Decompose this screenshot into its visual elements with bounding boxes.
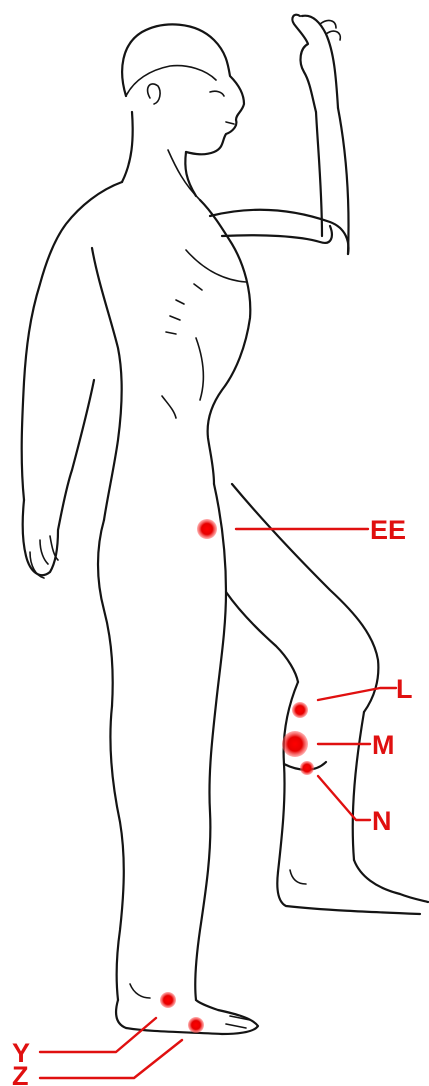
point-m[interactable] [282, 731, 308, 757]
raised-arm-upper [210, 210, 348, 254]
head-outline [122, 24, 244, 154]
bent-foot [277, 860, 428, 914]
point-labels: EE L M N Y Z [12, 515, 413, 1086]
chest-front [200, 200, 250, 484]
back-outline [22, 182, 122, 500]
ankle-standing [130, 984, 150, 998]
label-z: Z [12, 1061, 29, 1086]
abdomen [162, 338, 203, 418]
hip-outline [98, 520, 113, 706]
label-m: M [372, 730, 395, 760]
leader-n [318, 776, 370, 820]
rib-marks [166, 284, 202, 334]
leader-lines [40, 529, 396, 1078]
back-torso [92, 248, 122, 520]
raised-arm-lower [222, 226, 332, 243]
leader-y [40, 1018, 156, 1052]
point-y[interactable] [160, 992, 176, 1008]
leader-z [40, 1040, 182, 1078]
bent-shin [278, 682, 364, 872]
label-l: L [396, 674, 413, 704]
mouth [226, 122, 234, 124]
point-l[interactable] [292, 702, 308, 718]
ear [148, 84, 161, 104]
bent-thigh-top [232, 484, 378, 712]
acupoints [160, 519, 314, 1033]
hair-line [126, 66, 216, 96]
point-n[interactable] [300, 761, 314, 775]
back-arm [23, 380, 94, 575]
leg-back [110, 706, 123, 1000]
eye [210, 91, 224, 96]
human-figure [22, 15, 428, 1034]
leader-l [318, 688, 396, 700]
raised-hand [292, 15, 338, 112]
bent-thigh-bottom [226, 592, 298, 682]
bent-foot-ankle [290, 870, 306, 884]
label-ee: EE [370, 515, 406, 545]
label-n: N [372, 806, 392, 836]
neck-back [122, 112, 133, 182]
thigh-front [195, 484, 226, 1000]
point-z[interactable] [188, 1017, 204, 1033]
neck-muscle [168, 150, 200, 200]
point-ee[interactable] [197, 519, 217, 539]
